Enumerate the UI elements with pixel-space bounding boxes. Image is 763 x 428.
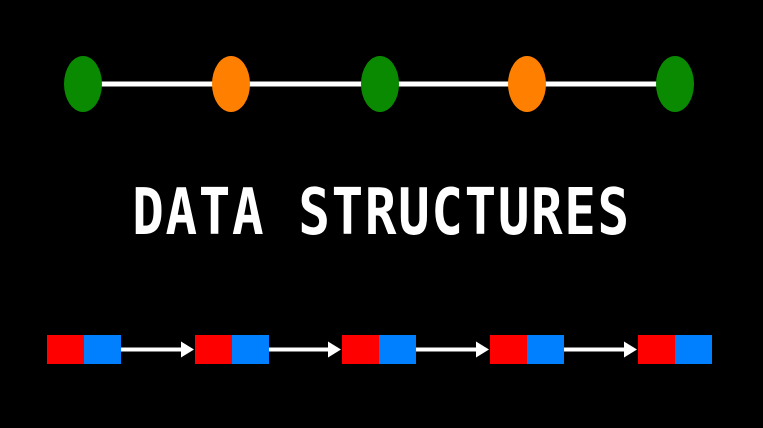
list-arrow-head [624,341,637,358]
list-data-cell [195,335,232,364]
list-data-cell [638,335,675,364]
list-arrow-head [328,341,341,358]
list-pointer-cell [527,335,564,364]
list-data-cell [342,335,379,364]
list-arrow-head [181,341,194,358]
graph-node [212,56,250,112]
graph-node [64,56,102,112]
list-pointer-cell [84,335,121,364]
list-pointer-cell [675,335,712,364]
page-title: DATA STRUCTURES [132,176,631,250]
graph-node [508,56,546,112]
list-pointer-cell [232,335,269,364]
list-data-cell [490,335,527,364]
graph-node [361,56,399,112]
graph-chain [64,56,694,112]
graph-node [656,56,694,112]
list-arrow-head [476,341,489,358]
list-pointer-cell [379,335,416,364]
linked-list [47,335,712,364]
list-data-cell [47,335,84,364]
